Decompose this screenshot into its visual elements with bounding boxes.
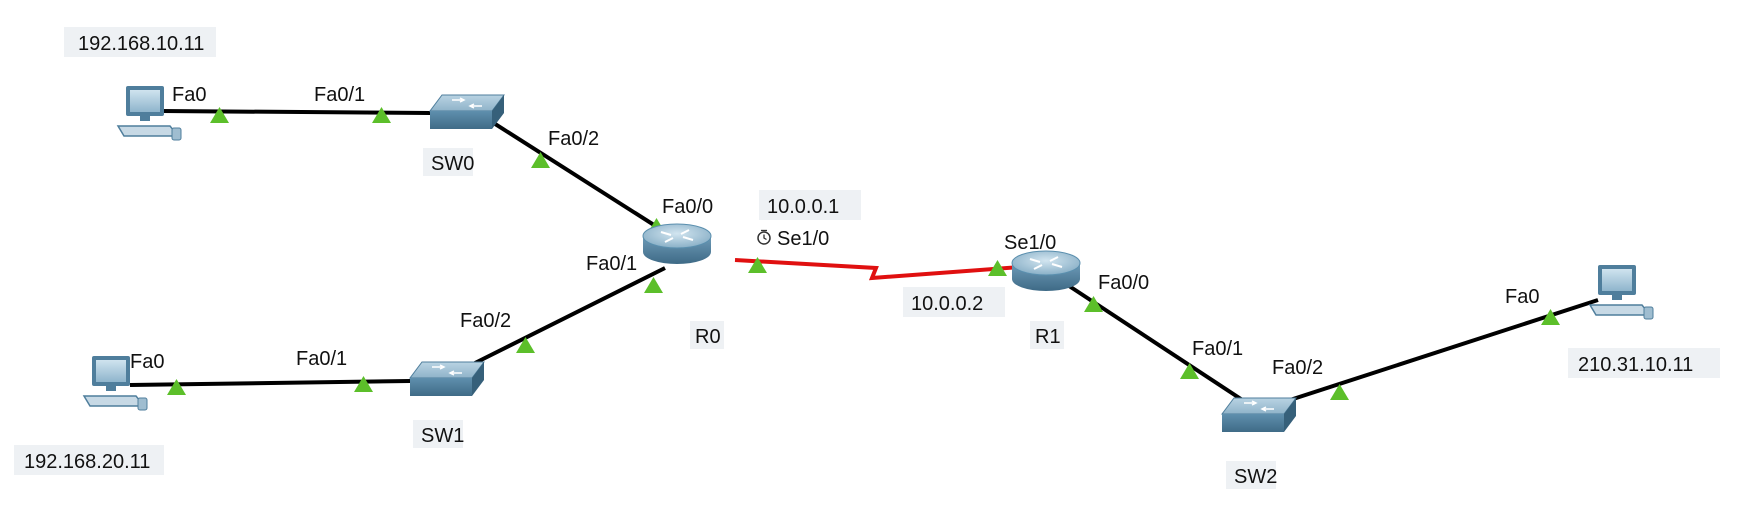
pc0-port-label: Fa0 (172, 84, 206, 106)
sw1-name-label: SW1 (421, 425, 464, 447)
sw2[interactable] (1221, 397, 1297, 432)
port-up-icon (1180, 363, 1199, 379)
sw1[interactable] (409, 361, 485, 396)
switch-icon (429, 94, 505, 129)
r0[interactable] (642, 223, 712, 264)
pc-icon (116, 86, 182, 141)
switch-icon (409, 361, 485, 396)
port-up-icon (167, 379, 186, 395)
port-up-icon (1541, 309, 1560, 325)
sw0[interactable] (429, 94, 505, 129)
pc0[interactable] (116, 86, 182, 141)
clock-icon (757, 229, 771, 245)
link-r0-r1-serial[interactable] (734, 258, 1021, 281)
sw2-name-label: SW2 (1234, 466, 1277, 488)
sw1-port-fa02-label: Fa0/2 (460, 310, 511, 332)
pc-icon (82, 356, 148, 411)
port-indicators (167, 107, 1560, 400)
sw1-port-fa01-label: Fa0/1 (296, 348, 347, 370)
pc1[interactable] (82, 356, 148, 411)
link-sw0-r0[interactable] (490, 120, 667, 234)
r1-port-fa00-label: Fa0/0 (1098, 272, 1149, 294)
pc2-ip-label: 210.31.10.11 (1578, 354, 1693, 376)
pc0-ip-label: 192.168.10.11 (78, 33, 204, 55)
pc-icon (1588, 265, 1654, 320)
port-up-icon (354, 376, 373, 392)
r1[interactable] (1011, 250, 1081, 291)
r1-name-label: R1 (1035, 326, 1061, 348)
pc1-ip-label: 192.168.20.11 (24, 451, 150, 473)
links (129, 109, 1599, 407)
pc2-port-label: Fa0 (1505, 286, 1539, 308)
sw0-port-fa01-label: Fa0/1 (314, 84, 365, 106)
sw2-port-fa02-label: Fa0/2 (1272, 357, 1323, 379)
port-up-icon (1084, 296, 1103, 312)
switch-icon (1221, 397, 1297, 432)
r0-serial-ip-label: 10.0.0.1 (767, 196, 839, 218)
port-up-icon (644, 277, 663, 293)
pc2[interactable] (1588, 265, 1654, 320)
r0-name-label: R0 (695, 326, 721, 348)
sw2-port-fa01-label: Fa0/1 (1192, 338, 1243, 360)
port-up-icon (531, 152, 550, 168)
router-icon (642, 223, 712, 264)
sw0-name-label: SW0 (431, 153, 474, 175)
port-up-icon (516, 337, 535, 353)
router-icon (1011, 250, 1081, 291)
link-pc0-sw0[interactable] (161, 109, 431, 115)
port-up-icon (748, 257, 767, 273)
r0-port-fa00-label: Fa0/0 (662, 196, 713, 218)
label-backgrounds (14, 27, 1720, 489)
sw0-port-fa02-label: Fa0/2 (548, 128, 599, 150)
pc1-port-label: Fa0 (130, 351, 164, 373)
r1-serial-ip-label: 10.0.0.2 (911, 293, 983, 315)
link-r0-sw1[interactable] (474, 266, 666, 365)
port-up-icon (1330, 384, 1349, 400)
port-up-icon (210, 107, 229, 123)
r1-port-se10-label: Se1/0 (1004, 232, 1056, 254)
port-up-icon (372, 107, 391, 123)
r0-port-fa01-label: Fa0/1 (586, 253, 637, 275)
port-up-icon (988, 260, 1007, 276)
labels: 192.168.10.11 192.168.20.11 210.31.10.11… (24, 33, 1693, 488)
r0-port-se10-label: Se1/0 (777, 228, 829, 250)
